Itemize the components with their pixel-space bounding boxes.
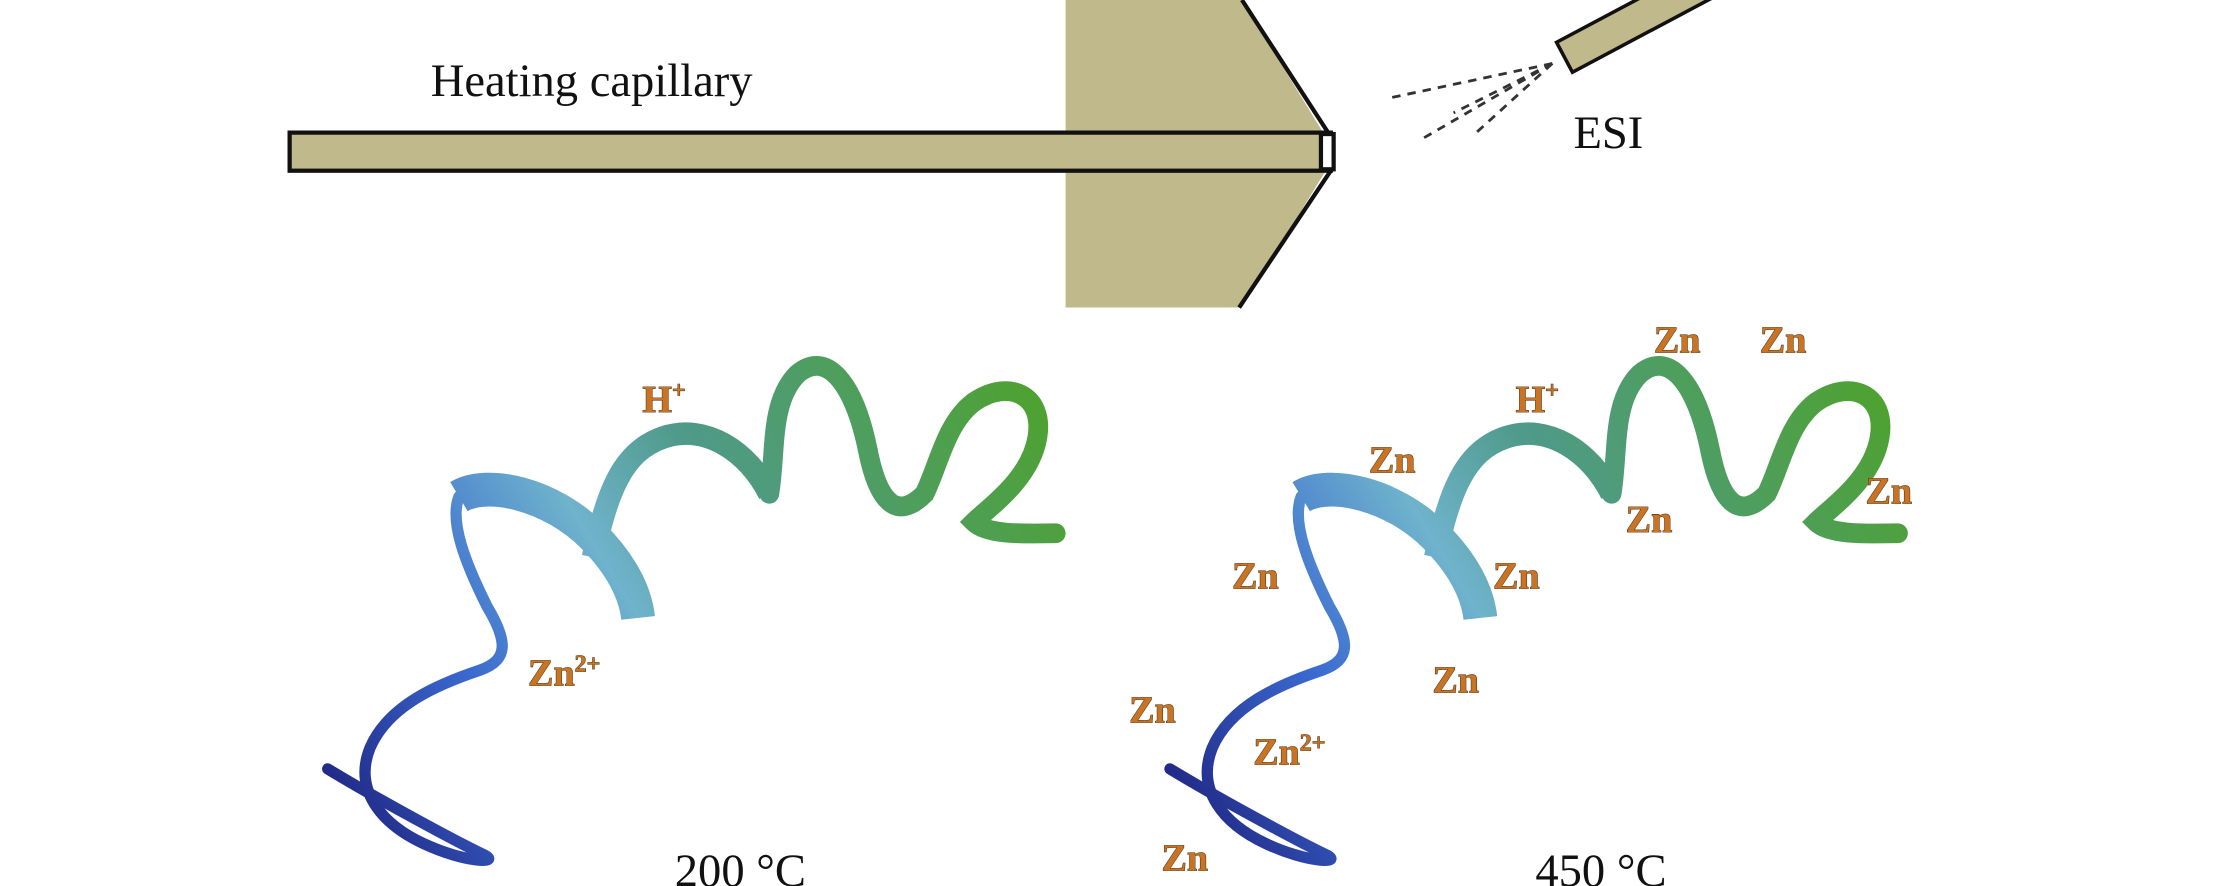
zinc-ion-label-200c: Zn2+ (528, 652, 600, 695)
capillary-tip (1318, 131, 1336, 172)
esi-needle (1554, 0, 1737, 75)
zinc-label: Zn (1626, 499, 1673, 541)
zinc-label: Zn (1432, 660, 1479, 702)
zinc-label: Zn (1654, 320, 1701, 362)
esi-label: ESI (1573, 108, 1643, 159)
zinc-label: Zn (1369, 440, 1416, 482)
capillary-label: Heating capillary (431, 56, 754, 107)
zinc-label: Zn (1129, 689, 1176, 731)
heating-capillary (287, 130, 1333, 173)
zinc-label: Zn (1866, 471, 1913, 513)
zinc-label: Zn (1493, 555, 1540, 597)
zinc-label: Zn (1232, 555, 1279, 597)
proton-label-450c: H+ (1516, 378, 1559, 421)
zinc-label: Zn (1760, 320, 1807, 362)
zinc-label: Zn (1162, 837, 1209, 879)
temperature-200c: 200 °C (675, 846, 806, 886)
spray-plume (1385, 62, 1554, 143)
zinc-ion-label-450c: Zn2+ (1253, 731, 1325, 774)
cone-outline-top (1240, 0, 1336, 143)
zinc-atom-labels: Zn Zn Zn Zn Zn Zn Zn Zn Zn Zn Zn (1129, 319, 1913, 880)
temperature-450c: 450 °C (1535, 846, 1666, 886)
proton-label-200c: H+ (642, 378, 685, 421)
peptide-helix-450c (1170, 366, 1898, 860)
peptide-helix-200c (328, 366, 1056, 860)
cone-outline-bottom (1237, 165, 1336, 309)
